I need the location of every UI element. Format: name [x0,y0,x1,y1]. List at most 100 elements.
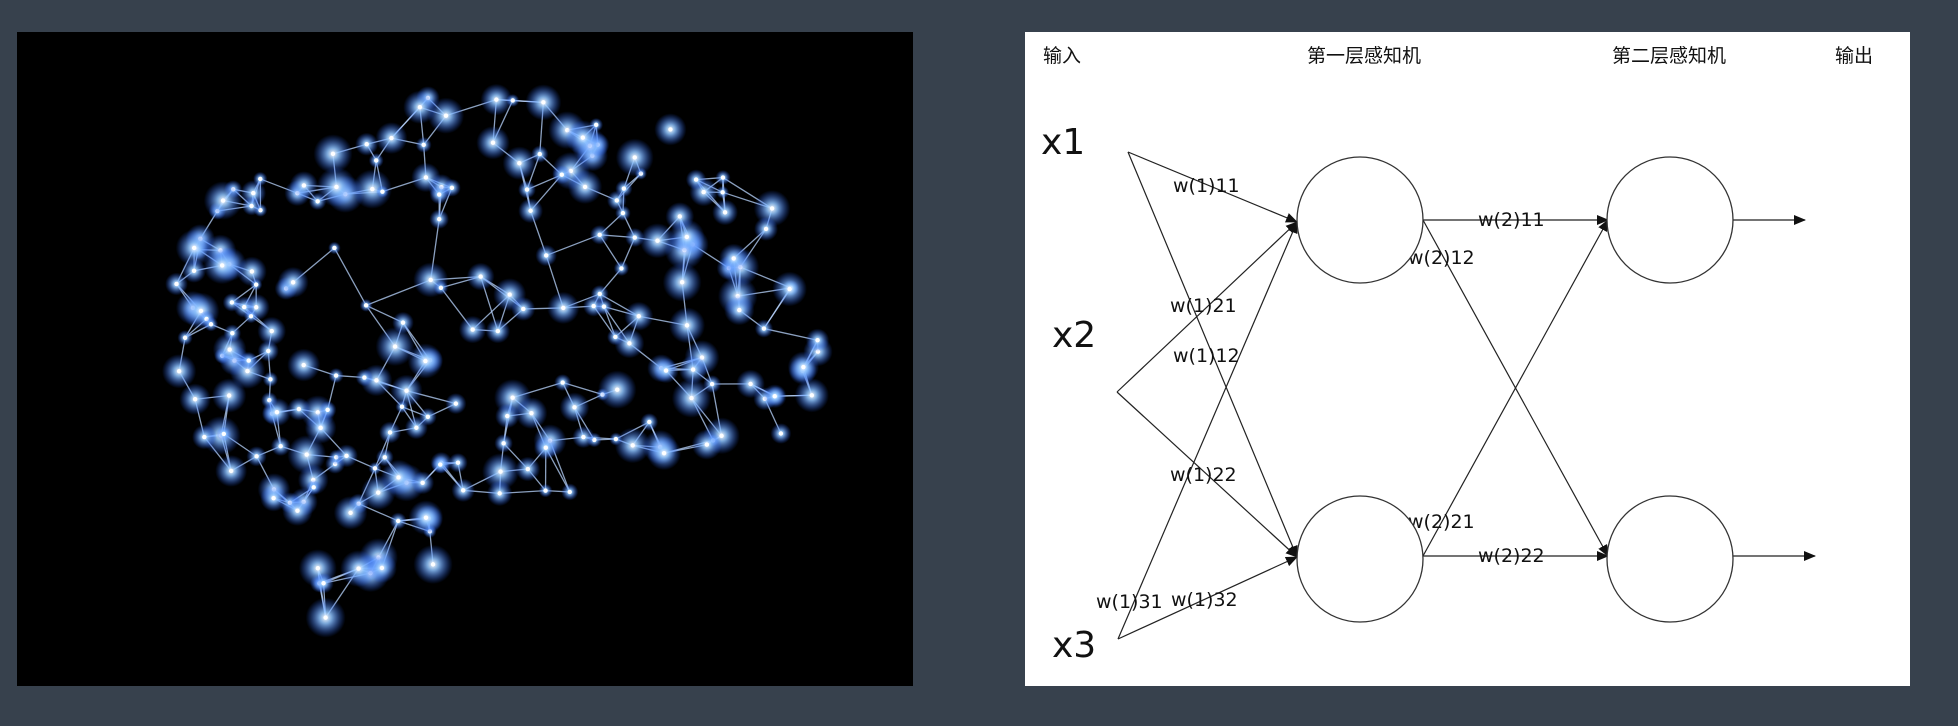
brain-node [627,341,632,346]
brain-node [677,214,682,219]
edge-x3-h2 [1117,556,1298,640]
weight-w2-22: w(2)22 [1478,545,1545,567]
weight-w1-31: w(1)31 [1096,591,1163,613]
weight-w2-11: w(2)11 [1478,209,1545,231]
brain-node [787,286,792,292]
brain-node [719,433,724,438]
brain-node [615,387,620,392]
layer2-edges [1422,215,1609,561]
brain-node [582,184,588,190]
brain-node [636,314,641,319]
layer1-edges [1116,151,1298,640]
brain-node [494,97,499,102]
brain-node [362,375,367,380]
brain-node [430,562,436,567]
brain-node [560,380,565,385]
brain-network-image [17,32,913,686]
input-x2: x2 [1052,315,1096,356]
brain-node [559,172,565,177]
brain-node [245,368,250,374]
brain-node [601,304,607,309]
brain-node [720,190,725,195]
brain-node [443,113,449,118]
brain-node [253,282,259,287]
edge-x2-h1 [1116,221,1298,393]
brain-node [449,185,455,191]
brain-node [251,190,256,196]
weight-w1-32: w(1)32 [1171,589,1238,611]
brain-node [258,176,263,182]
brain-node [614,198,620,203]
brain-node [517,160,522,166]
brain-node [815,338,820,343]
brain-node [191,268,197,274]
brain-node [684,234,690,240]
brain-node [399,404,405,409]
brain-node [364,142,369,147]
brain-node [230,330,235,336]
brain-node [720,175,726,180]
brain-node [528,208,533,213]
edge-x3-h1 [1117,221,1298,640]
edge-x1-h1 [1127,151,1298,223]
brain-node [414,425,419,430]
brain-node [221,431,227,437]
brain-node [428,277,433,283]
brain-node [376,490,381,495]
brain-node [318,425,323,431]
input-x1: x1 [1041,122,1085,163]
brain-node [332,245,337,251]
brain-node [461,488,466,493]
edge-h2-o1 [1422,219,1609,557]
brain-node [541,100,546,105]
brain-node [421,142,426,148]
brain-network-nodes [161,83,833,638]
brain-node [761,326,767,331]
brain-node [249,269,255,274]
brain-node [613,436,619,442]
brain-node [632,155,637,160]
brain-node [321,581,326,586]
brain-node [438,462,443,467]
brain-node [374,378,379,383]
brain-node [801,364,806,370]
weight-w2-12: w(2)12 [1408,247,1475,269]
brain-node [748,381,753,387]
brain-node [278,444,283,449]
brain-node [192,245,197,251]
brain-node [334,184,339,190]
brain-node [490,140,496,145]
layer1-neuron-1 [1296,156,1424,284]
brain-node [632,235,637,240]
brain-node [478,274,483,279]
brain-node [619,266,624,271]
brain-node [249,203,254,209]
brain-node [543,488,548,493]
layer2-neuron-1 [1606,156,1734,284]
brain-node [202,434,207,440]
brain-node [387,430,393,435]
brain-node [679,280,685,285]
brain-node [396,475,401,480]
brain-node [436,216,442,222]
brain-node [709,381,715,387]
brain-node [323,615,328,620]
brain-node [304,452,309,457]
brain-node [561,305,566,311]
brain-node [295,508,300,513]
brain-node [423,175,429,180]
weight-w1-21: w(1)21 [1170,295,1237,317]
brain-node [395,518,401,524]
brain-node [543,445,549,450]
brain-node [778,431,784,436]
brain-node [420,480,425,485]
brain-node [621,186,627,191]
brain-node [507,292,512,297]
brain-node [436,192,442,197]
brain-node [423,515,429,520]
brain-node [470,327,475,332]
brain-node [380,189,385,194]
brain-node [809,393,815,398]
brain-node [392,344,398,349]
